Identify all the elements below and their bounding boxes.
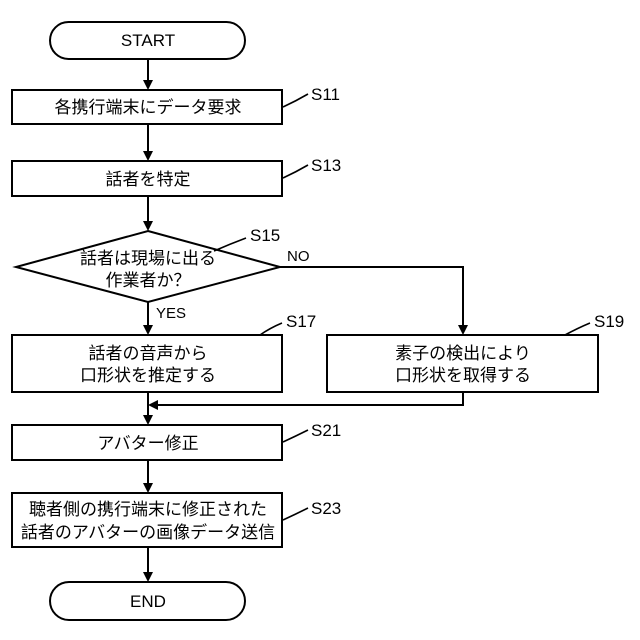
arrow-decision-estimate: [143, 325, 153, 335]
estimate-label-line-2: 口形状を推定する: [80, 366, 216, 385]
estimate-step-leader: [260, 323, 282, 335]
identify-step-leader: [283, 165, 308, 178]
acquire-label-line-2: 口形状を取得する: [395, 366, 531, 385]
send-step-leader: [283, 508, 308, 520]
connector-acquire-merge: [158, 392, 463, 405]
send-label-line-2: 話者のアバターの画像データ送信: [21, 522, 275, 542]
acquire-label-line-1: 素子の検出により: [395, 344, 531, 363]
arrow-decision-acquire: [458, 325, 468, 335]
decision-label-line-1: 話者は現場に出る: [80, 249, 216, 268]
send-label-line-1: 聴者側の携行端末に修正された: [29, 500, 267, 519]
decision-no-label: NO: [287, 248, 310, 265]
estimate-label-line-1: 話者の音声から: [89, 344, 208, 363]
arrow-estimate-modify: [143, 415, 153, 425]
arrow-identify-decision: [143, 221, 153, 231]
arrow-request-identify: [143, 151, 153, 161]
modify-step-leader: [283, 430, 308, 442]
start-label: START: [121, 31, 175, 50]
arrow-start-request: [143, 80, 153, 90]
request-step-number: S11: [311, 85, 340, 104]
identify-label: 話者を特定: [106, 170, 191, 189]
send-step-number: S23: [311, 499, 341, 518]
decision-yes-label: YES: [156, 305, 186, 322]
decision-label-line-2: 作業者か？: [106, 271, 191, 290]
request-step-leader: [283, 94, 308, 107]
acquire-step-leader: [565, 323, 590, 335]
arrow-acquire-merge: [148, 400, 158, 410]
modify-step-number: S21: [311, 421, 341, 440]
modify-label: アバター修正: [97, 434, 198, 453]
decision-step-leader: [214, 238, 246, 251]
acquire-step-number: S19: [594, 312, 624, 331]
decision-step-number: S15: [250, 226, 280, 245]
request-label: 各携行端末にデータ要求: [55, 97, 242, 117]
identify-step-number: S13: [311, 156, 341, 175]
estimate-step-number: S17: [286, 312, 316, 331]
arrow-send-end: [143, 572, 153, 582]
end-label: END: [130, 592, 166, 611]
arrow-modify-send: [143, 483, 153, 493]
